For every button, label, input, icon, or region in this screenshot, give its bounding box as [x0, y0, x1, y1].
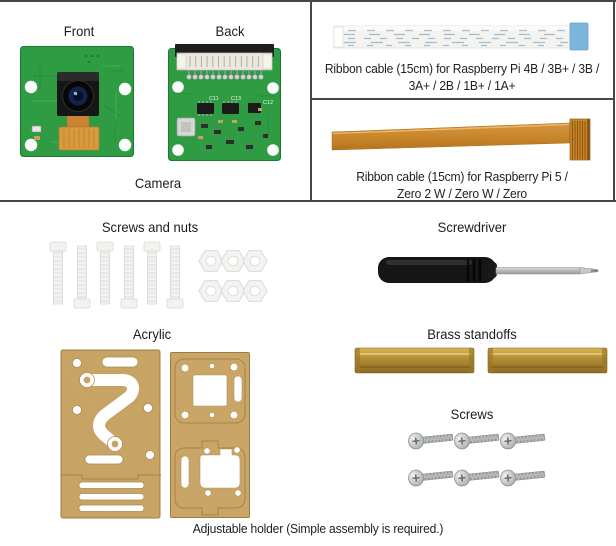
- brass-standoffs-label: Brass standoffs: [427, 326, 517, 342]
- holder-caption: Adjustable holder (Simple assembly is re…: [192, 521, 444, 536]
- screws-and-nuts-label: Screws and nuts: [101, 219, 199, 235]
- screwdriver-photo: [378, 257, 599, 283]
- camera-caption: Camera: [134, 175, 182, 191]
- metal-screws-photo: [406, 428, 547, 488]
- caption-line: 3A+ / 2B / 1B+ / 1A+: [408, 77, 516, 93]
- screwdriver-label: Screwdriver: [437, 219, 507, 235]
- back-label: Back: [215, 23, 245, 39]
- silkscreen-c11: C11: [209, 96, 219, 102]
- brass-standoffs-photo: [354, 347, 608, 374]
- cable2-caption: Ribbon cable (15cm) for Raspberry Pi 5 /…: [356, 169, 568, 202]
- camera-back-photo: C11 C13 C12: [168, 44, 281, 161]
- caption-line: Ribbon cable (15cm) for Raspberry Pi 4B …: [324, 61, 600, 76]
- screws-label: Screws: [450, 406, 494, 422]
- acrylic-plate-left-photo: [60, 349, 161, 519]
- silkscreen-c13: C13: [231, 96, 241, 102]
- nylon-screws-nuts-photo: [49, 241, 268, 309]
- divider-right: [613, 0, 615, 202]
- divider-top: [0, 0, 616, 2]
- cable1-caption: Ribbon cable (15cm) for Raspberry Pi 4B …: [325, 61, 599, 94]
- acrylic-plate-right-photo: [170, 352, 250, 518]
- ribbon-cable-white-photo: [333, 22, 589, 51]
- divider-vertical: [310, 0, 312, 202]
- divider-middle: [0, 200, 616, 202]
- caption-line: Zero 2 W / Zero W / Zero: [397, 185, 527, 201]
- divider-cables: [310, 98, 615, 100]
- acrylic-label: Acrylic: [132, 326, 172, 342]
- ribbon-cable-orange-photo: [331, 118, 591, 161]
- caption-line: Ribbon cable (15cm) for Raspberry Pi 5 /: [356, 169, 568, 184]
- front-label: Front: [63, 23, 95, 39]
- camera-front-photo: [20, 46, 134, 157]
- silkscreen-c12: C12: [263, 100, 273, 106]
